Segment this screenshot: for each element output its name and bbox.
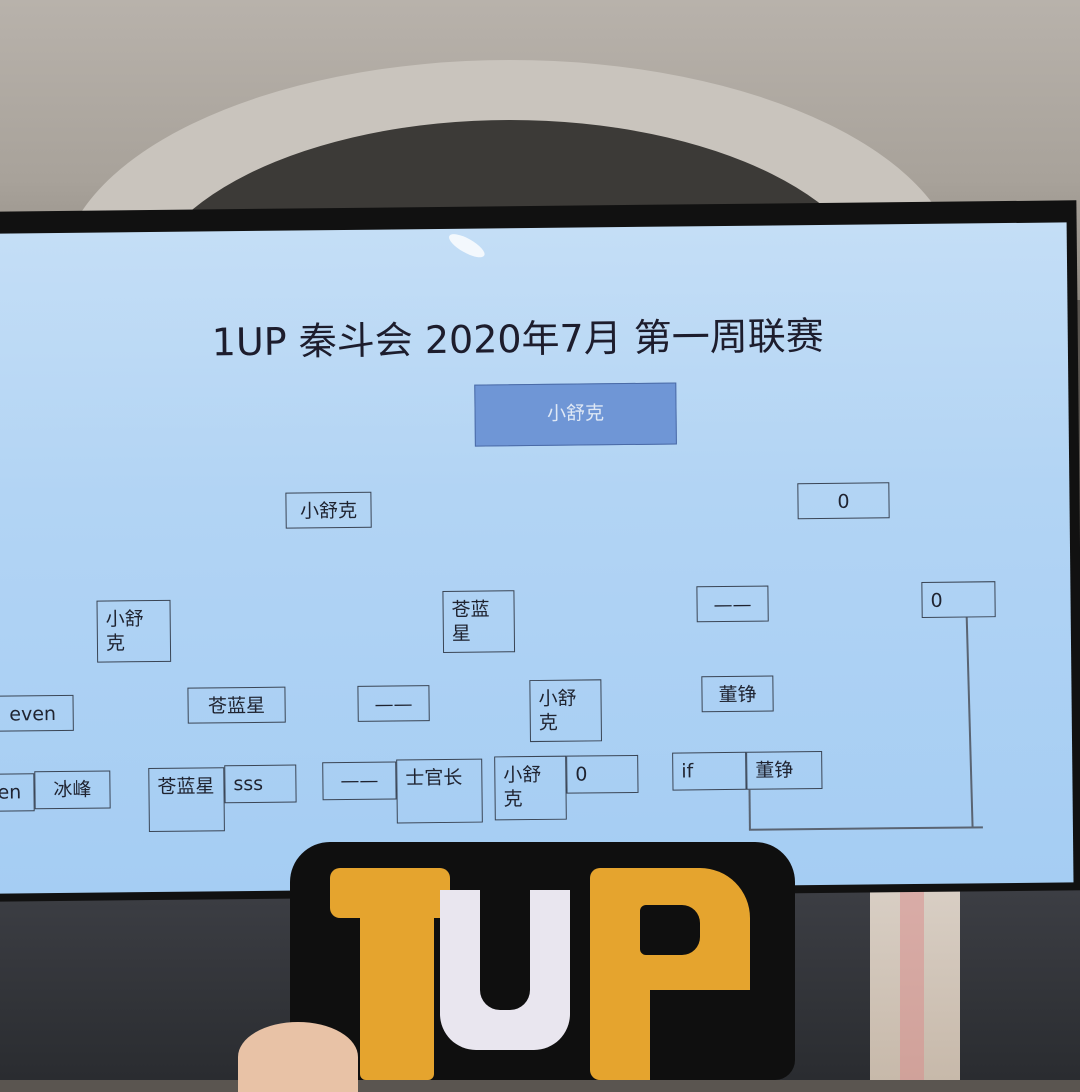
slide-title: 1UP 秦斗会 2020年7月 第一周联赛 xyxy=(211,313,825,365)
bracket-player-4a: 小舒克 xyxy=(494,755,567,821)
bracket-r1-5: 董铮 xyxy=(701,675,774,713)
holding-hand xyxy=(238,1022,358,1092)
bracket-player-2b: sss xyxy=(224,764,297,804)
bracket-player-4b: 0 xyxy=(566,754,639,794)
bracket-qf-1: 小舒克 xyxy=(96,599,172,663)
bracket-player-3a: —— xyxy=(322,761,397,801)
logo-sign-1-stem xyxy=(360,900,434,1080)
bracket-player-1a: en xyxy=(0,773,35,812)
bracket-slide: 1UP 秦斗会 2020年7月 第一周联赛 小舒克 小舒克 0 小舒克 苍蓝星 … xyxy=(0,222,1074,894)
wall-poster-figure xyxy=(900,885,924,1080)
logo-sign-p-hole xyxy=(640,905,700,955)
bracket-qf-2: 苍蓝星 xyxy=(442,590,516,653)
bracket-qf-3: —— xyxy=(696,585,769,623)
bracket-connector-vertical-a xyxy=(748,789,751,830)
bracket-connector-horizontal xyxy=(748,826,983,831)
bracket-player-3b: 士官长 xyxy=(396,758,483,824)
bracket-r1-1: even xyxy=(0,694,74,732)
bracket-r1-4: 小舒克 xyxy=(529,679,602,743)
bracket-player-5a: if xyxy=(672,751,747,791)
screen-glare xyxy=(445,229,488,262)
tv-display: 1UP 秦斗会 2020年7月 第一周联赛 小舒克 小舒克 0 小舒克 苍蓝星 … xyxy=(0,200,1080,902)
champion-box: 小舒克 xyxy=(474,382,677,447)
logo-sign-p-cut xyxy=(650,990,750,1080)
bracket-player-2a: 苍蓝星 xyxy=(148,767,225,833)
bracket-player-5b: 董铮 xyxy=(746,751,823,790)
logo-sign-u-hole xyxy=(480,890,530,1010)
bracket-left-semi: 小舒克 xyxy=(285,491,372,529)
bracket-connector-vertical-b xyxy=(965,617,974,828)
bracket-right-semi: 0 xyxy=(797,482,890,520)
bracket-qf-4: 0 xyxy=(921,581,996,618)
bracket-r1-2: 苍蓝星 xyxy=(187,686,286,724)
bracket-player-1b: 冰峰 xyxy=(34,770,111,810)
bracket-r1-3: —— xyxy=(357,685,430,722)
